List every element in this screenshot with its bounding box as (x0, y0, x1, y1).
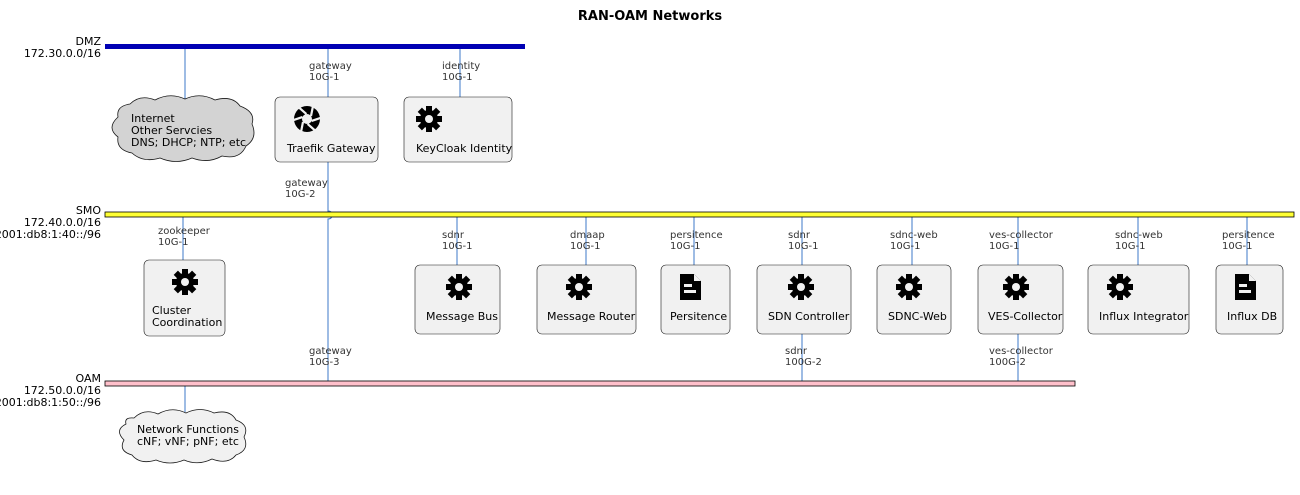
interface-name: gateway (285, 178, 328, 189)
node-label: Message Router (547, 310, 636, 323)
interface-bandwidth: 10G-1 (442, 72, 472, 83)
smo-network-address6: 2001:db8:1:40::/96 (0, 228, 101, 241)
cloud-line: DNS; DHCP; NTP; etc (131, 136, 246, 149)
gear-icon (896, 274, 922, 300)
influx-db-node[interactable]: Influx DB (1215, 264, 1284, 335)
document-icon (680, 274, 701, 300)
ves-collector-node[interactable]: VES-Collector (977, 264, 1064, 335)
interface-bandwidth: 100G-2 (785, 357, 822, 368)
cluster-coordination-node[interactable]: Cluster Coordination (143, 259, 226, 337)
interface-name: sdnc-web (890, 230, 938, 241)
interface-name: ves-collector (989, 346, 1054, 357)
oam-network-name: OAM (76, 372, 101, 385)
node-label: Influx DB (1227, 310, 1277, 323)
interface-bandwidth: 10G-2 (285, 189, 315, 200)
interface-bandwidth: 100G-2 (989, 357, 1026, 368)
dmz-network-bar (105, 44, 525, 49)
interface-bandwidth: 10G-1 (1222, 241, 1252, 252)
node-label: VES-Collector (988, 310, 1063, 323)
interface-name: identity (442, 61, 480, 72)
sdn-controller-node[interactable]: SDN Controller (756, 264, 852, 335)
interface-bandwidth: 10G-1 (309, 72, 339, 83)
message-router-node[interactable]: Message Router (536, 264, 637, 335)
interface-bandwidth: 10G-1 (1115, 241, 1145, 252)
diagram-title: RAN-OAM Networks (578, 9, 722, 24)
interface-bandwidth: 10G-1 (890, 241, 920, 252)
interface-name: persitence (1222, 230, 1275, 241)
node-label: Traefik Gateway (286, 142, 376, 155)
interface-bandwidth: 10G-1 (570, 241, 600, 252)
smo-network-bar (104, 211, 1295, 218)
interface-name: persitence (670, 230, 723, 241)
node-label: KeyCloak Identity (416, 142, 513, 155)
interface-bandwidth: 10G-1 (670, 241, 700, 252)
interface-name: sdnr (442, 230, 465, 241)
node-label: Cluster (152, 304, 192, 317)
dmz-network-address: 172.30.0.0/16 (24, 47, 101, 60)
interface-bandwidth: 10G-1 (788, 241, 818, 252)
message-bus-node[interactable]: Message Bus (414, 264, 501, 335)
keycloak-identity-node[interactable]: KeyCloak Identity (403, 96, 513, 163)
gear-icon (1003, 274, 1029, 300)
node-label: SDNC-Web (888, 310, 947, 323)
interface-name: ves-collector (989, 230, 1054, 241)
node-label: Influx Integrator (1099, 310, 1189, 323)
interface-name: sdnr (788, 230, 811, 241)
cloud-line: cNF; vNF; pNF; etc (137, 435, 239, 448)
dmz-network-name: DMZ (76, 35, 102, 48)
node-label: Persitence (670, 310, 727, 323)
document-icon (1235, 274, 1256, 300)
interface-name: gateway (309, 61, 352, 72)
interface-labels: gateway 10G-1 identity 10G-1 gateway 10G… (158, 61, 1275, 368)
gear-icon (566, 274, 592, 300)
interface-name: dmaap (570, 230, 605, 241)
cloud-line: Internet (131, 112, 175, 125)
gear-icon (416, 106, 442, 132)
node-label: Message Bus (426, 310, 498, 323)
influx-integrator-node[interactable]: Influx Integrator (1087, 264, 1190, 335)
cloud-line: Other Servcies (131, 124, 212, 137)
interface-name: gateway (309, 346, 352, 357)
network-functions-cloud: Network Functions cNF; vNF; pNF; etc (119, 409, 247, 464)
internet-cloud: Internet Other Servcies DNS; DHCP; NTP; … (111, 95, 255, 162)
interface-name: zookeeper (158, 226, 211, 237)
gear-icon (1107, 274, 1133, 300)
cloud-line: Network Functions (137, 423, 239, 436)
interface-bandwidth: 10G-3 (309, 357, 339, 368)
oam-network-bar (104, 380, 1076, 387)
interface-name: sdnc-web (1115, 230, 1163, 241)
interface-bandwidth: 10G-1 (442, 241, 472, 252)
interface-bandwidth: 10G-1 (158, 237, 188, 248)
smo-network-name: SMO (76, 204, 101, 217)
oam-network-address6: 2001:db8:1:50::/96 (0, 396, 101, 409)
traefik-gateway-node[interactable]: Traefik Gateway (274, 96, 379, 163)
node-label: SDN Controller (768, 310, 850, 323)
persitence-node[interactable]: Persitence (660, 264, 731, 335)
interface-name: sdnr (785, 346, 808, 357)
oam-network-address: 172.50.0.0/16 (24, 384, 101, 397)
node-label: Coordination (152, 316, 222, 329)
gear-icon (446, 274, 472, 300)
smo-network-address: 172.40.0.0/16 (24, 216, 101, 229)
sdnc-web-node[interactable]: SDNC-Web (876, 264, 952, 335)
interface-bandwidth: 10G-1 (989, 241, 1019, 252)
gear-icon (788, 274, 814, 300)
gear-icon (172, 269, 198, 295)
